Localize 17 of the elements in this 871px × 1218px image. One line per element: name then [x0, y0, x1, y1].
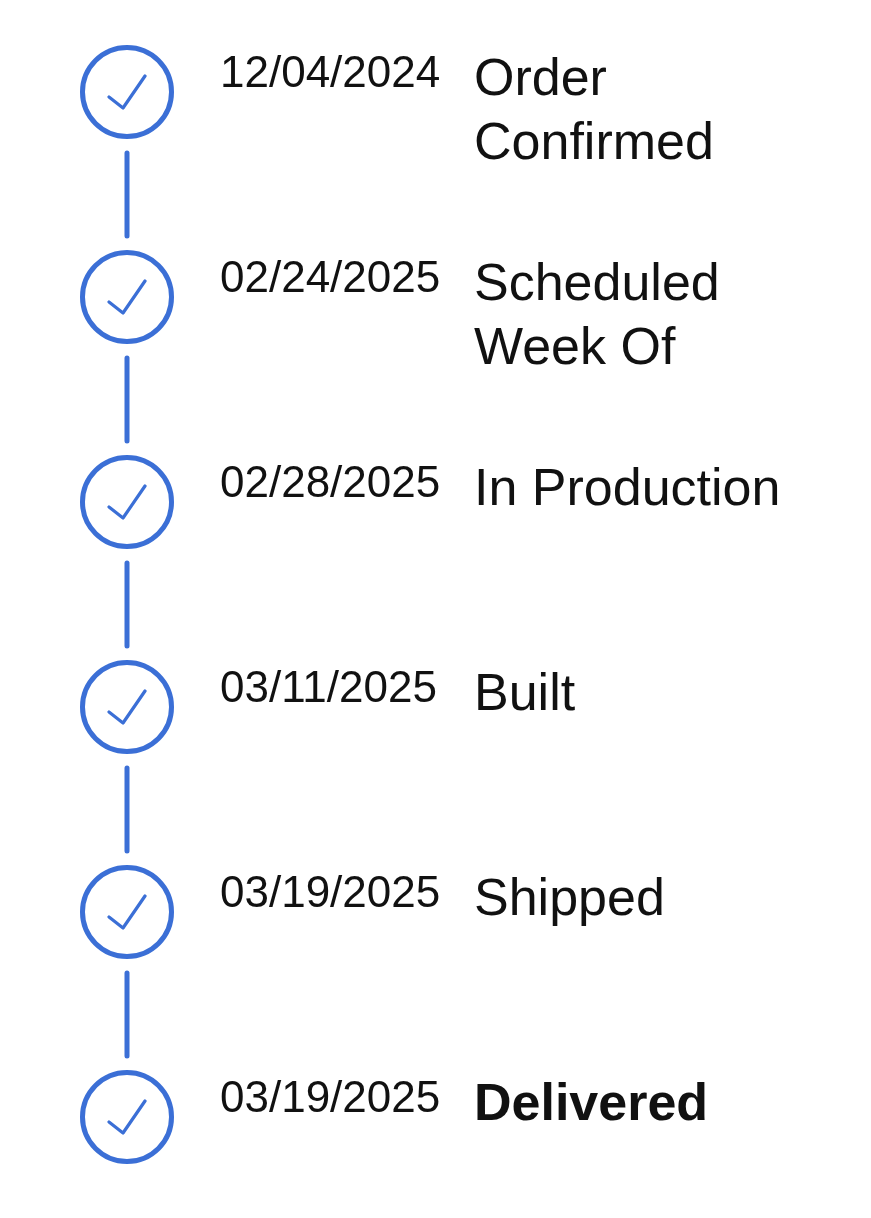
date-label: 02/28/2025 — [220, 456, 441, 508]
connector-line — [124, 150, 130, 239]
date-label: 03/11/2025 — [220, 661, 437, 713]
status-label: In Production — [474, 457, 782, 518]
date-label: 12/04/2024 — [220, 46, 441, 98]
status-label: Scheduled Week Of — [474, 252, 721, 377]
connector-line — [124, 560, 130, 649]
status-label: Order Confirmed — [474, 47, 715, 172]
status-label: Built — [474, 662, 577, 723]
connector-line — [124, 970, 130, 1059]
date-label: 02/24/2025 — [220, 251, 441, 303]
connector-line — [124, 355, 130, 444]
connector-line — [124, 765, 130, 854]
status-label: Shipped — [474, 867, 666, 928]
status-label: Delivered — [474, 1072, 710, 1133]
date-label: 03/19/2025 — [220, 1071, 441, 1123]
date-label: 03/19/2025 — [220, 866, 441, 918]
